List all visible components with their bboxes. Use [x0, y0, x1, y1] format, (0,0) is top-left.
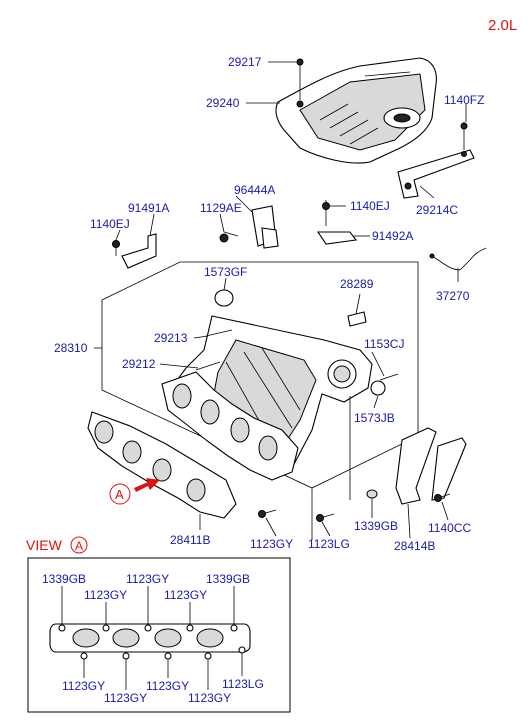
label-1140CC: 1140CC [428, 521, 471, 535]
stud-1153CJ [379, 373, 399, 381]
label-29212: 29212 [122, 357, 156, 371]
engine-cover [275, 57, 437, 164]
fitting-28289 [347, 311, 367, 327]
view-label-1123GY-top-3: 1123GY [164, 588, 207, 602]
view-a-heading: VIEW A [26, 536, 88, 554]
view-a-box [27, 557, 291, 713]
view-label-1123GY-top-2: 1123GY [126, 572, 169, 586]
leader-lines [94, 61, 467, 540]
view-a-arrow: A [109, 478, 160, 505]
label-1573JB: 1573JB [354, 411, 395, 425]
view-label-1339GB-right: 1339GB [206, 572, 250, 586]
label-91492A: 91492A [372, 229, 413, 243]
plug-1573GF [214, 289, 234, 307]
label-37270: 37270 [436, 289, 470, 303]
bolt-1140EJ-left [112, 240, 120, 256]
label-29214C: 29214C [416, 203, 458, 217]
view-label-1123GY-bottom-3: 1123GY [146, 679, 189, 693]
bolt-1140EJ-right [322, 200, 330, 226]
stud-29213 [205, 329, 233, 337]
view-a-labels: 1339GB 1123GY 1123GY 1123GY 1339GB 1123G… [42, 572, 264, 705]
label-29217: 29217 [228, 55, 262, 69]
bracket-91491A [121, 233, 157, 269]
bracket-96444A [251, 205, 279, 249]
bracket-91492A [316, 231, 358, 245]
label-28310: 28310 [54, 341, 88, 355]
label-28414B: 28414B [394, 539, 435, 553]
label-28289: 28289 [340, 277, 374, 291]
cable-37270 [429, 247, 487, 271]
label-29213: 29213 [154, 331, 188, 345]
label-1140EJ-right: 1140EJ [350, 199, 390, 213]
label-28411B: 28411B [170, 533, 210, 547]
view-label-1123GY-bottom-4: 1123GY [188, 691, 231, 705]
cover-bracket-29214C [397, 149, 475, 199]
cover-bolt-1140FZ [460, 122, 468, 150]
label-1123GY: 1123GY [250, 537, 293, 551]
view-a-title: VIEW [26, 537, 63, 553]
label-91491A: 91491A [128, 201, 169, 215]
part-labels: 29217 29240 1140FZ 29214C 91491A 96444A … [54, 55, 484, 553]
label-1573GF: 1573GF [204, 265, 247, 279]
manifold-gasket-28411B [87, 411, 237, 519]
view-a-arrow-letter: A [115, 487, 124, 502]
stud-29212 [195, 361, 221, 371]
label-29240: 29240 [206, 96, 240, 110]
bolt-1140CC [434, 493, 451, 502]
plug-1573JB [370, 380, 386, 396]
view-a-gasket [49, 623, 251, 660]
support-bracket-28414B [395, 427, 467, 505]
label-1153CJ: 1153CJ [364, 337, 404, 351]
label-1129AE: 1129AE [200, 201, 242, 215]
bolt-1123LG [316, 513, 335, 522]
manifold-flange [161, 371, 299, 481]
bolt-1129AE [219, 231, 239, 243]
view-label-1123LG: 1123LG [222, 677, 264, 691]
view-label-1123GY-top-1: 1123GY [84, 588, 127, 602]
label-1140EJ-left: 1140EJ [90, 217, 130, 231]
view-a-leaders [61, 586, 243, 690]
view-label-1339GB-left: 1339GB [42, 572, 86, 586]
label-1339GB: 1339GB [354, 519, 398, 533]
label-1140FZ: 1140FZ [444, 93, 484, 107]
engine-variant-label: 2.0L [488, 17, 517, 34]
view-label-1123GY-bottom-2: 1123GY [104, 691, 147, 705]
bolt-1123GY [258, 509, 277, 518]
label-1123LG: 1123LG [308, 537, 350, 551]
label-96444A: 96444A [234, 183, 275, 197]
washer-1339GB [366, 489, 378, 499]
view-label-1123GY-bottom-1: 1123GY [62, 679, 105, 693]
view-a-title-letter: A [75, 539, 83, 553]
